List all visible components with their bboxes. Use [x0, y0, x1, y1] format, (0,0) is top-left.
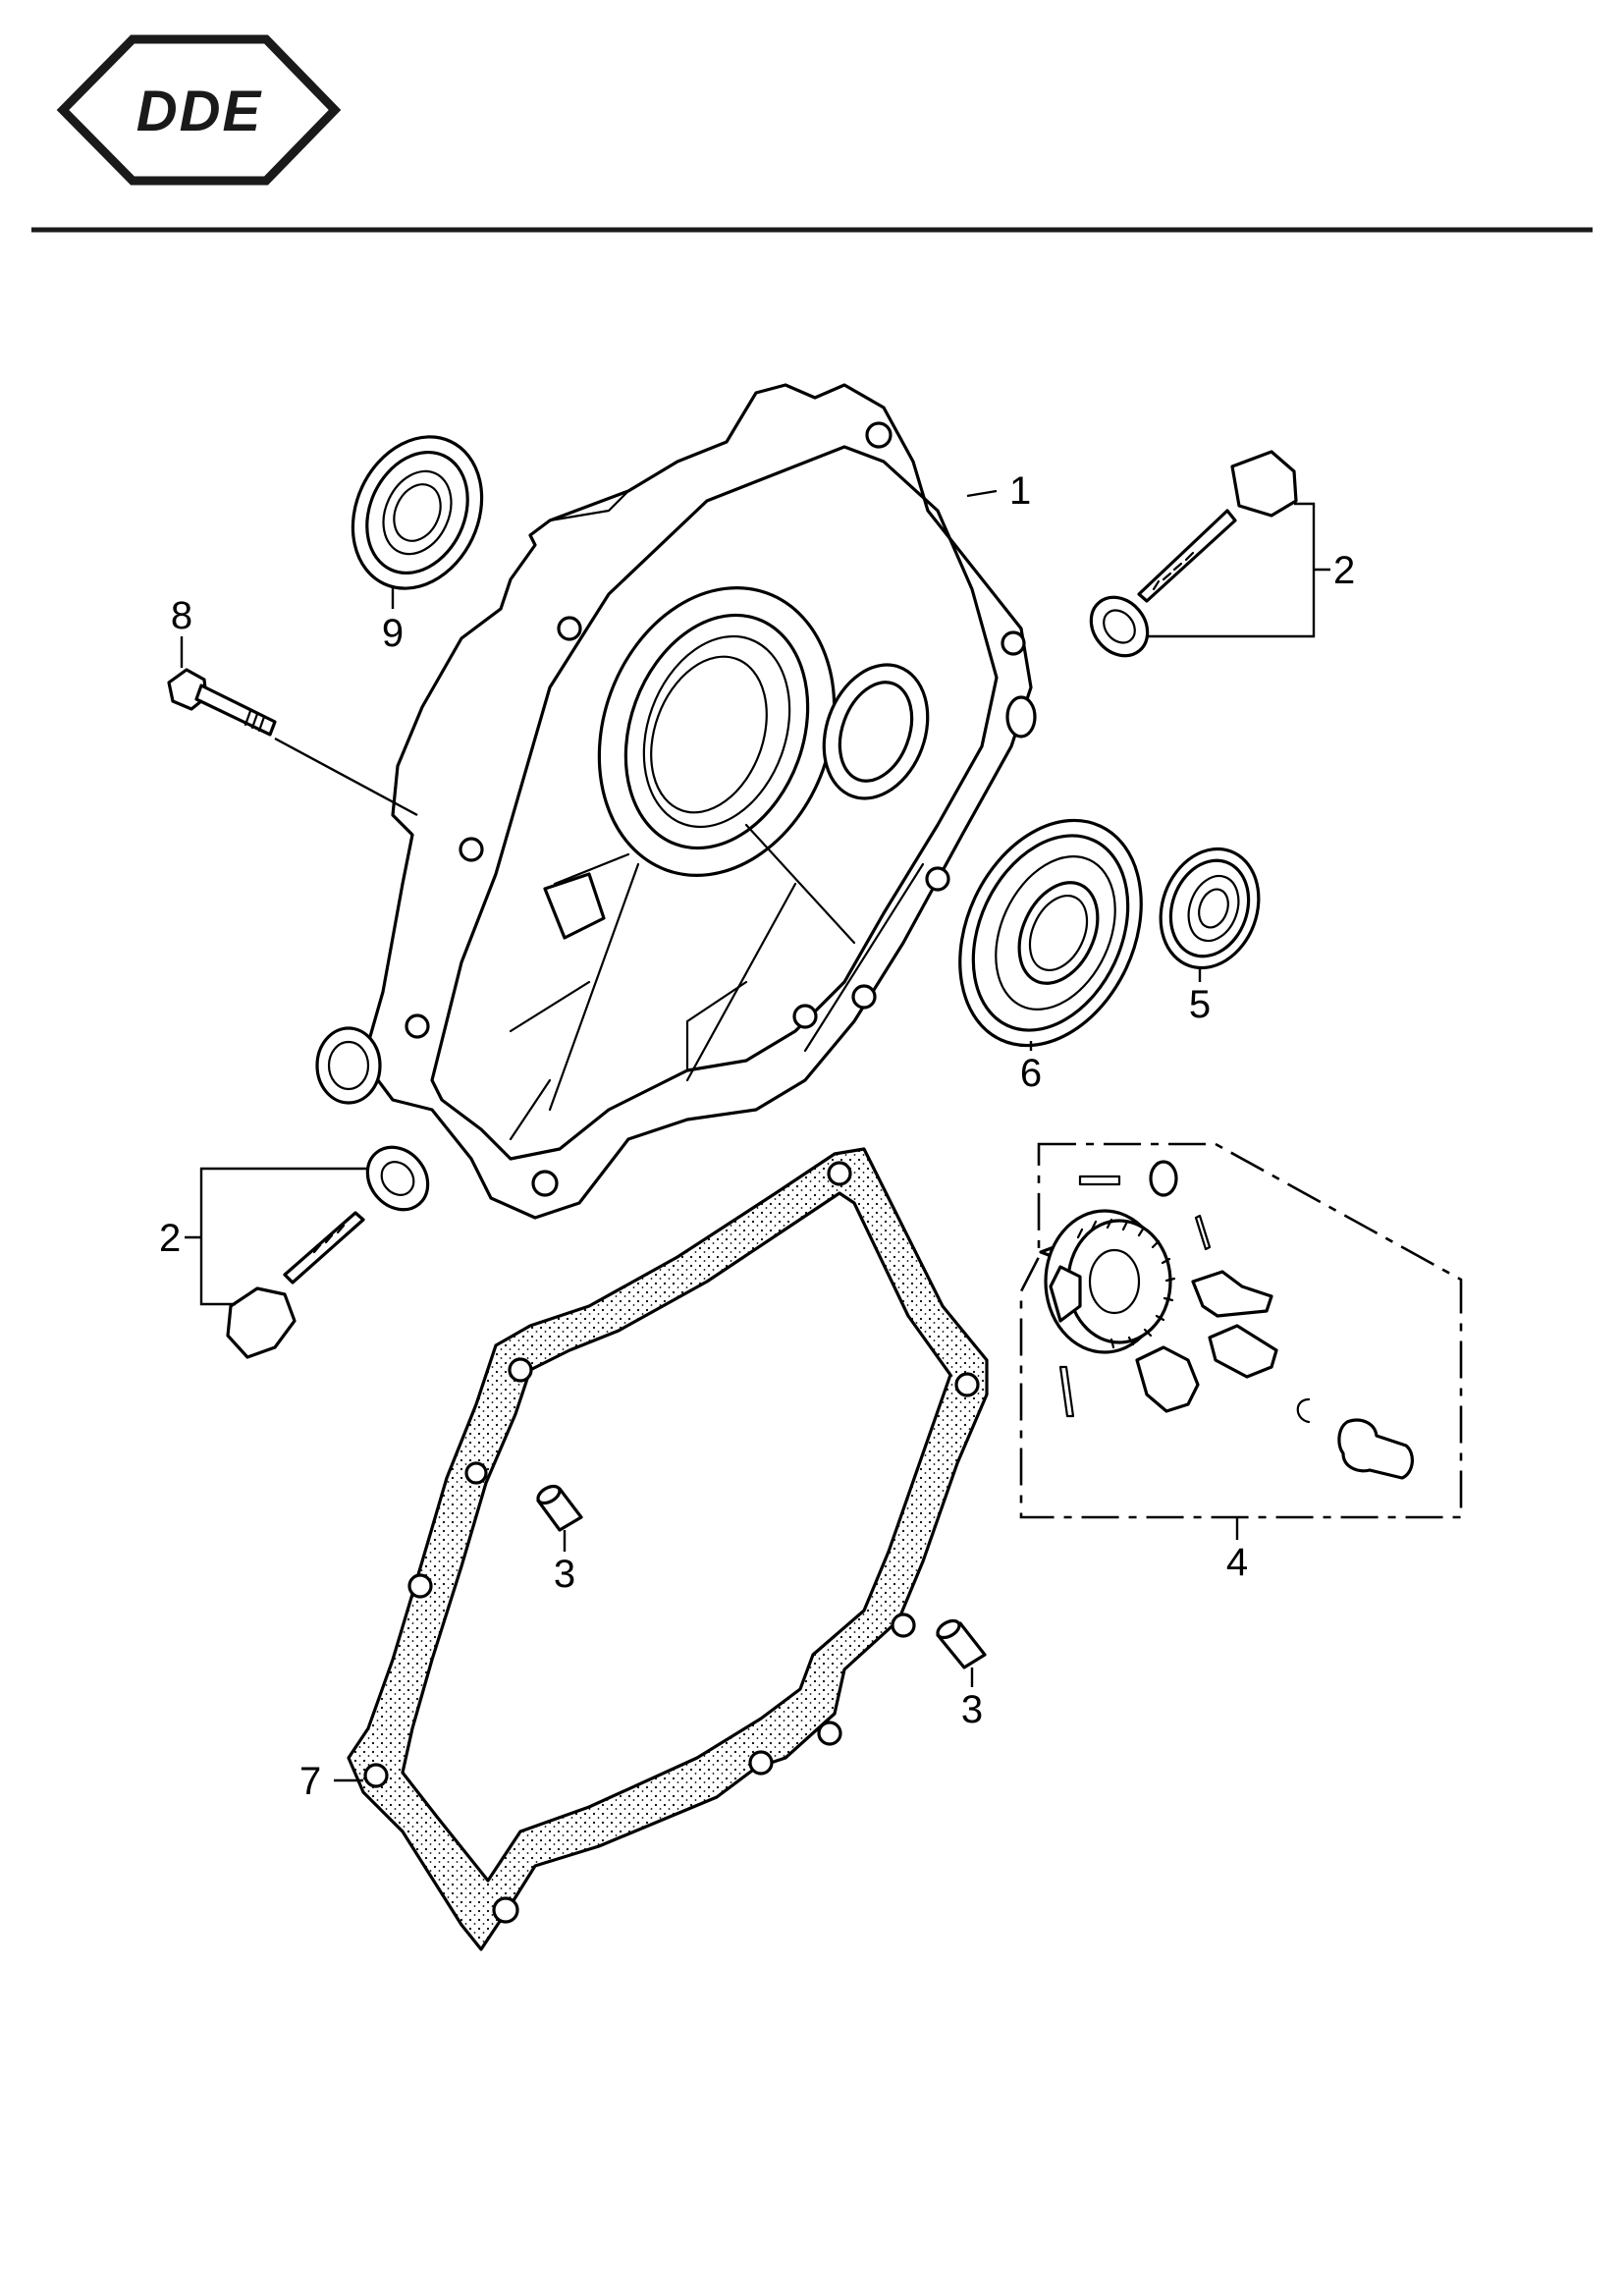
crankcase-cover-part — [315, 383, 1037, 1220]
callout-7: 7 — [299, 1760, 321, 1803]
leader-8b — [274, 737, 418, 817]
callout-3b: 3 — [961, 1688, 983, 1731]
dde-logo: DDE — [56, 34, 342, 186]
gasket-part — [347, 1147, 989, 1951]
callout-3a: 3 — [554, 1553, 575, 1596]
callout-2-upper: 2 — [1333, 549, 1355, 592]
callout-2-lower: 2 — [159, 1217, 181, 1260]
dowel-pin-part-a — [536, 1484, 583, 1532]
oil-seal-part — [351, 435, 484, 590]
logo-text: DDE — [136, 80, 263, 143]
flange-bolt-part — [167, 668, 277, 737]
dowel-pin-part-b — [936, 1618, 987, 1669]
callout-4: 4 — [1226, 1541, 1248, 1584]
callout-9: 9 — [382, 612, 404, 655]
callout-6: 6 — [1020, 1052, 1042, 1095]
governor-assembly-part — [1019, 1142, 1463, 1519]
callout-5: 5 — [1189, 983, 1211, 1026]
callout-1: 1 — [1009, 469, 1031, 513]
oil-filler-cap-part-lower — [226, 1145, 430, 1359]
oil-filler-cap-part-upper — [1089, 450, 1298, 658]
ball-bearing-small-part — [1159, 847, 1261, 970]
callout-8: 8 — [171, 594, 192, 637]
leader-1 — [966, 489, 998, 498]
ball-bearing-large-part — [958, 818, 1143, 1048]
